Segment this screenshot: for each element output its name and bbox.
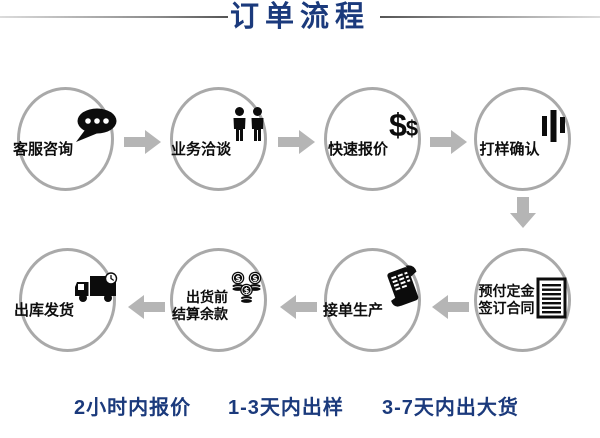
delivery-truck-icon — [75, 271, 121, 308]
step-label-line1: 预付定金 — [478, 282, 535, 299]
two-people-icon — [232, 106, 266, 150]
svg-text:$: $ — [244, 285, 250, 294]
arrow-right-icon — [124, 130, 161, 159]
step-label: 打样确认 — [479, 140, 540, 158]
arrow-right-icon — [278, 130, 315, 159]
caption-sample-time: 1-3天内出样 — [228, 397, 344, 419]
step-label-line1: 出货前 — [186, 288, 228, 305]
step-label: 快速报价 — [327, 140, 388, 158]
arrow-left-icon — [128, 295, 165, 324]
speech-bubble-icon — [74, 108, 118, 149]
step-label: 出货前 结算余款 — [172, 289, 228, 324]
arrow-left-icon — [432, 295, 469, 324]
step-label: 预付定金 签订合同 — [479, 283, 535, 318]
step-sample-confirmation: 打样确认 — [474, 87, 571, 191]
step-business-negotiation: 业务洽谈 — [170, 87, 267, 191]
arrow-left-icon — [280, 295, 317, 324]
step-label: 业务洽谈 — [171, 140, 232, 158]
caption-bulk-time: 3-7天内出大货 — [382, 397, 519, 419]
svg-text:$: $ — [235, 273, 241, 282]
step-label: 客服咨询 — [13, 140, 74, 158]
step-label: 接单生产 — [323, 301, 384, 319]
bar-chart-icon — [541, 109, 566, 148]
step-deposit-contract: 预付定金 签订合同 — [474, 248, 571, 352]
title-rule-left — [0, 16, 228, 18]
svg-text:$: $ — [252, 273, 258, 282]
arrow-right-icon — [430, 130, 467, 159]
receipt-scroll-icon — [384, 264, 422, 315]
title-rule-right — [380, 16, 600, 18]
arrow-down-icon — [510, 197, 536, 233]
page-title: 订单流程 — [229, 1, 370, 33]
step-label-line2: 结算余款 — [172, 306, 228, 322]
step-order-production: 接单生产 — [323, 248, 422, 352]
dollar-signs-icon: $$ — [388, 107, 418, 143]
step-quick-quote: 快速报价 $$ — [324, 87, 421, 191]
step-label: 出库发货 — [14, 301, 75, 319]
contract-document-icon — [536, 277, 567, 324]
caption-quote-time: 2小时内报价 — [74, 397, 192, 419]
coin-stacks-icon: $ $ $ — [229, 270, 265, 311]
step-label-line2: 签订合同 — [478, 300, 535, 316]
step-settle-balance: 出货前 结算余款 $ — [170, 248, 267, 352]
step-warehouse-shipping: 出库发货 — [14, 248, 118, 352]
step-customer-service: 客服咨询 — [13, 87, 117, 191]
